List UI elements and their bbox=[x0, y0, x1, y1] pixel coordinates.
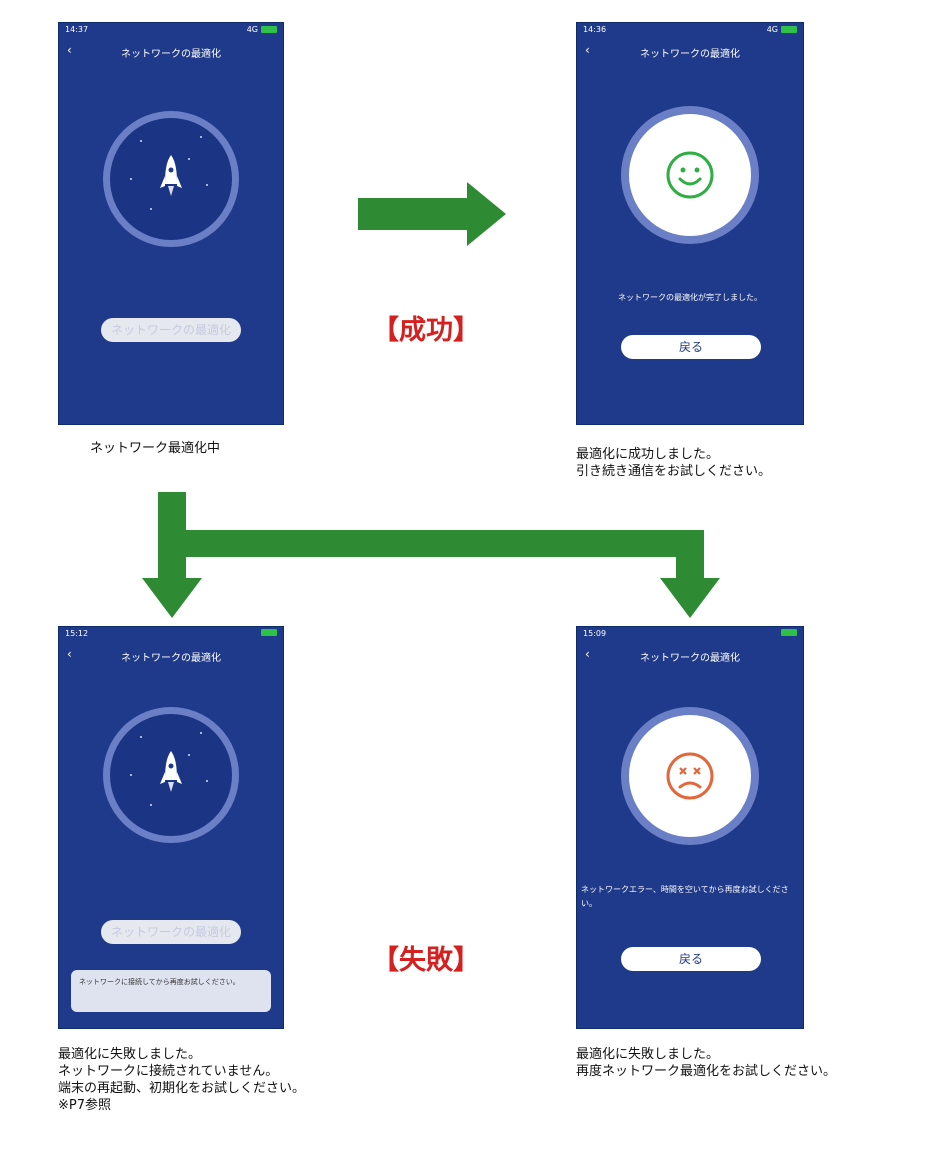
status-indicators bbox=[261, 629, 277, 636]
optimize-button-disabled[interactable]: ネットワークの最適化 bbox=[101, 318, 241, 342]
back-arrow-icon[interactable]: ‹ bbox=[585, 647, 590, 661]
arrow-branch-right bbox=[186, 530, 720, 618]
back-button[interactable]: 戻る bbox=[621, 947, 761, 971]
phone-failure-no-network: 15:12 ‹ ネットワークの最適化 ネットワークの最適化 ネットワークに接続し… bbox=[58, 626, 284, 1029]
result-ring bbox=[621, 106, 759, 244]
battery-icon bbox=[261, 629, 277, 636]
screen-title: ネットワークの最適化 bbox=[640, 49, 740, 60]
status-time: 14:36 bbox=[583, 25, 607, 34]
caption-optimizing: ネットワーク最適化中 bbox=[90, 441, 221, 456]
result-ring bbox=[621, 707, 759, 845]
status-indicators: 4G bbox=[767, 25, 797, 34]
progress-ring bbox=[103, 111, 239, 247]
screen-title: ネットワークの最適化 bbox=[640, 653, 740, 664]
screen-title: ネットワークの最適化 bbox=[121, 49, 221, 60]
error-toast: ネットワークに接続してから再度お試しください。 bbox=[71, 970, 271, 1012]
battery-icon bbox=[781, 26, 797, 33]
status-time: 15:12 bbox=[65, 629, 89, 638]
back-arrow-icon[interactable]: ‹ bbox=[67, 647, 72, 661]
success-label: 【成功】 bbox=[372, 315, 480, 346]
caption-success: 最適化に成功しました。 引き続き通信をお試しください。 bbox=[576, 447, 772, 479]
status-time: 14:37 bbox=[65, 25, 89, 34]
smile-face-icon bbox=[666, 151, 714, 199]
arrow-right-success bbox=[358, 182, 506, 246]
status-indicators: 4G bbox=[247, 25, 277, 34]
failure-label: 【失敗】 bbox=[372, 945, 480, 976]
back-button[interactable]: 戻る bbox=[621, 335, 761, 359]
phone-success: 14:36 4G ‹ ネットワークの最適化 ネットワークの最適化が完了しました。… bbox=[576, 22, 804, 425]
phone-optimizing-top: 14:37 4G ‹ ネットワークの最適化 ネットワークの最適化 bbox=[58, 22, 284, 425]
frown-face-icon bbox=[666, 752, 714, 800]
error-message: ネットワークエラー、時間を空いてから再度お試しください。 bbox=[581, 885, 789, 908]
arrow-down-left bbox=[142, 492, 202, 618]
success-message: ネットワークの最適化が完了しました。 bbox=[618, 293, 762, 302]
phone-failure-network-error: 15:09 ‹ ネットワークの最適化 ネットワークエラー、時間を空いてから再度お… bbox=[576, 626, 804, 1029]
progress-ring bbox=[103, 707, 239, 843]
back-arrow-icon[interactable]: ‹ bbox=[67, 43, 72, 57]
rocket-icon bbox=[160, 751, 182, 792]
battery-icon bbox=[261, 26, 277, 33]
caption-failure-no-network: 最適化に失敗しました。 ネットワークに接続されていません。 端末の再起動、初期化… bbox=[58, 1047, 306, 1113]
status-time: 15:09 bbox=[583, 629, 607, 638]
caption-failure-network-error: 最適化に失敗しました。 再度ネットワーク最適化をお試しください。 bbox=[576, 1047, 837, 1079]
battery-icon bbox=[781, 629, 797, 636]
optimize-button-disabled[interactable]: ネットワークの最適化 bbox=[101, 920, 241, 944]
screen-title: ネットワークの最適化 bbox=[121, 653, 221, 664]
status-indicators bbox=[781, 629, 797, 636]
rocket-icon bbox=[160, 155, 182, 196]
back-arrow-icon[interactable]: ‹ bbox=[585, 43, 590, 57]
